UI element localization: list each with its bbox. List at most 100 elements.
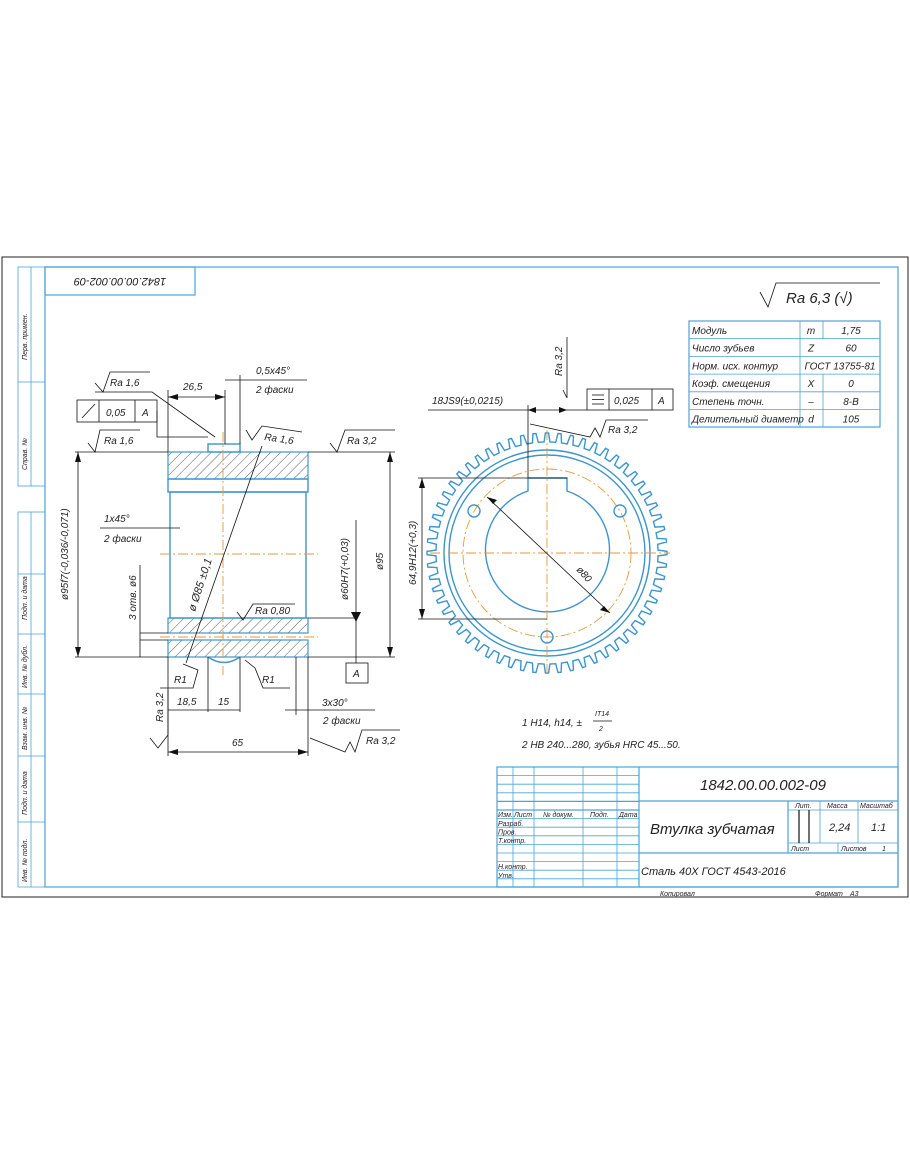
datum-label: A bbox=[352, 669, 360, 680]
gear-view: Ra 3,2 18JS9(±0,0215) 0,025 A Ra 3,2 64,… bbox=[408, 337, 674, 676]
ra-label: Ra 3,2 bbox=[366, 736, 396, 747]
bore-outline bbox=[169, 491, 307, 619]
holes-label: 3 отв. ø6 bbox=[128, 575, 139, 620]
param-value: 1,75 bbox=[841, 326, 861, 337]
param-value: 105 bbox=[843, 415, 860, 426]
ra-label: Ra 3,2 bbox=[608, 425, 638, 436]
dim-65: 65 bbox=[232, 738, 244, 749]
mass-value: 2,24 bbox=[828, 822, 850, 834]
material: Сталь 40Х ГОСТ 4543-2016 bbox=[641, 866, 787, 878]
params-row: Число зубьев Z 60 bbox=[692, 343, 857, 355]
scale-label: Масштаб bbox=[860, 802, 894, 810]
hatched-section bbox=[167, 639, 309, 658]
param-value: ГОСТ 13755-81 bbox=[805, 361, 876, 372]
ra-label: Ra 1,6 bbox=[104, 436, 134, 447]
bore-keyway bbox=[484, 477, 611, 613]
param-symbol: – bbox=[807, 397, 814, 408]
column-header: Изм. bbox=[498, 812, 513, 819]
side-label: Взам. инв. № bbox=[22, 706, 29, 750]
ra-label: Ra 0,80 bbox=[255, 606, 290, 617]
key-width: 18JS9(±0,0215) bbox=[432, 396, 503, 407]
column-header: Подп. bbox=[590, 811, 609, 819]
note-1: 1 H14, h14, ± bbox=[522, 718, 582, 729]
side-view: Ra 1,6 0,05 A 26,5 0,5x45° 2 фаски Ra 1,… bbox=[60, 366, 400, 756]
params-row: Коэф. смещения X 0 bbox=[692, 378, 854, 390]
general-roughness: Ra 6,3 (√) bbox=[759, 282, 880, 309]
ra-label: Ra 3,2 bbox=[554, 346, 565, 376]
side-label: Подп. и дата bbox=[21, 771, 29, 815]
dim-dia-95f7: ø95f7(-0,036/-0,071) bbox=[60, 508, 71, 600]
title-block: 1842.00.00.002-09 Втулка зубчатая Сталь … bbox=[496, 766, 899, 898]
roughness-text: Ra 6,3 (√) bbox=[786, 290, 853, 307]
lit-label: Лит. bbox=[794, 803, 811, 810]
param-value: 60 bbox=[845, 344, 857, 355]
role-label: Пров. bbox=[498, 830, 517, 837]
symmetry-datum: A bbox=[657, 396, 665, 407]
role-label: Разраб. bbox=[498, 820, 523, 828]
dim-dia-85: ø Ø85 ±0,1 bbox=[186, 557, 214, 613]
role-label: Утв. bbox=[497, 873, 514, 880]
column-header: № докум. bbox=[543, 811, 574, 819]
note-1-num: IT14 bbox=[595, 711, 609, 718]
sheets-value: 1 bbox=[882, 846, 886, 853]
side-label: Инв. № подл. bbox=[21, 839, 29, 882]
chamfer-left-note: 2 фаски bbox=[103, 533, 142, 545]
column-header: Лист bbox=[513, 812, 532, 819]
dim-dia-60h7: ø60H7(+0,03) bbox=[340, 538, 351, 600]
params-row: Норм. исх. контур ГОСТ 13755-81 bbox=[692, 361, 875, 372]
dim-dia-95: ø95 bbox=[375, 552, 386, 570]
sheet-border bbox=[1, 256, 909, 898]
symmetry-tolerance: 0,025 bbox=[614, 396, 639, 407]
param-name: Модуль bbox=[692, 326, 727, 337]
note-2: 2 HB 240...280, зубья HRC 45...50. bbox=[521, 739, 681, 751]
param-value: 0 bbox=[848, 379, 854, 390]
rotated-code: 1842.00.00.002-09 bbox=[74, 275, 166, 287]
param-symbol: m bbox=[807, 326, 815, 337]
chamfer-top-note: 2 фаски bbox=[255, 384, 294, 396]
dim-18-5: 18,5 bbox=[177, 697, 197, 708]
ra-label: Ra 3,2 bbox=[347, 436, 377, 447]
param-name: Число зубьев bbox=[692, 343, 754, 355]
hatched-section bbox=[167, 451, 309, 480]
radius-label: R1 bbox=[174, 675, 187, 686]
hole bbox=[467, 504, 481, 518]
ra-label: Ra 1,6 bbox=[264, 432, 295, 447]
chamfer-bottom-note: 2 фаски bbox=[322, 715, 361, 727]
param-symbol: Z bbox=[807, 344, 815, 355]
chamfer-bottom: 3x30° bbox=[322, 698, 348, 709]
dim-15: 15 bbox=[218, 697, 230, 708]
runout-datum: A bbox=[141, 408, 149, 419]
note-1-den: 2 bbox=[598, 726, 603, 733]
param-value: 8-В bbox=[843, 397, 859, 408]
param-name: Коэф. смещения bbox=[692, 378, 771, 390]
scale-value: 1:1 bbox=[871, 822, 886, 834]
sheet-label: Лист bbox=[790, 846, 809, 853]
params-row: Модуль m 1,75 bbox=[692, 326, 861, 337]
side-label: Инв. № дубл. bbox=[21, 645, 29, 688]
mass-label: Масса bbox=[827, 803, 848, 810]
key-depth: 64,9H12(+0,3) bbox=[408, 521, 419, 585]
hatched-section bbox=[167, 617, 309, 634]
param-symbol: X bbox=[807, 379, 815, 390]
designation: 1842.00.00.002-09 bbox=[700, 777, 827, 794]
side-label: Подп. и дата bbox=[21, 576, 29, 620]
format-label: Формат bbox=[815, 891, 843, 898]
chamfer-top: 0,5x45° bbox=[256, 366, 290, 377]
param-name: Делительный диаметр bbox=[691, 415, 804, 426]
runout-tolerance: 0,05 bbox=[106, 408, 126, 419]
param-name: Норм. исх. контур bbox=[692, 361, 778, 372]
hole bbox=[613, 504, 627, 518]
role-label: Т.контр. bbox=[498, 838, 526, 845]
ra-label: Ra 3,2 bbox=[155, 692, 166, 722]
rotated-code-box bbox=[44, 266, 196, 296]
part-name: Втулка зубчатая bbox=[650, 821, 775, 838]
sheets-label: Листов bbox=[840, 846, 867, 853]
side-strip: Перв. примен. Справ. № Подп. и дата Инв.… bbox=[17, 266, 46, 888]
copied-label: Копировал bbox=[660, 891, 695, 898]
ra-label: Ra 1,6 bbox=[110, 378, 140, 389]
inner-frame bbox=[44, 266, 899, 888]
radius-label: R1 bbox=[262, 675, 275, 686]
role-label: Н.контр. bbox=[498, 864, 528, 871]
